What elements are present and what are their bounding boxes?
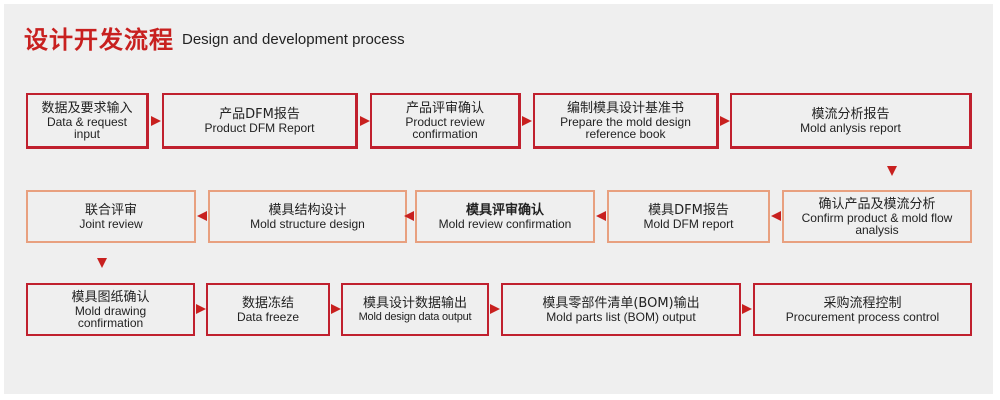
step-mold-analysis-report: 模流分析报告 Mold anlysis report — [730, 93, 972, 149]
step-product-dfm-report: 产品DFM报告 Product DFM Report — [162, 93, 358, 149]
arrow-right-icon — [490, 304, 500, 314]
arrow-left-icon — [197, 211, 207, 221]
step-mold-design-reference-book: 编制模具设计基准书 Prepare the mold design refere… — [533, 93, 719, 149]
step-product-review: 产品评审确认 Product review confirmation — [370, 93, 521, 149]
step-mold-design-data-output: 模具设计数据输出 Mold design data output — [341, 283, 489, 336]
arrow-right-icon — [742, 304, 752, 314]
arrow-left-icon — [771, 211, 781, 221]
arrow-right-icon — [331, 304, 341, 314]
step-mold-parts-bom-output: 模具零部件清单(BOM)输出 Mold parts list (BOM) out… — [501, 283, 741, 336]
step-data-input: 数据及要求输入 Data & request input — [26, 93, 149, 149]
arrow-right-icon — [720, 116, 730, 126]
title-english: Design and development process — [182, 31, 405, 48]
step-mold-dfm-report: 模具DFM报告 Mold DFM report — [607, 190, 770, 243]
step-joint-review: 联合评审 Joint review — [26, 190, 196, 243]
step-mold-review-confirmation: 模具评审确认 Mold review confirmation — [415, 190, 595, 243]
arrow-down-icon — [97, 258, 107, 268]
step-mold-structure-design: 模具结构设计 Mold structure design — [208, 190, 407, 243]
step-data-freeze: 数据冻结 Data freeze — [206, 283, 330, 336]
title-chinese: 设计开发流程 — [24, 26, 174, 54]
step-confirm-product-mold-flow: 确认产品及模流分析 Confirm product & mold flow an… — [782, 190, 972, 243]
arrow-down-icon — [887, 166, 897, 176]
arrow-right-icon — [522, 116, 532, 126]
arrow-left-icon — [404, 211, 414, 221]
arrow-right-icon — [196, 304, 206, 314]
step-procurement-control: 采购流程控制 Procurement process control — [753, 283, 972, 336]
arrow-right-icon — [151, 116, 161, 126]
arrow-right-icon — [360, 116, 370, 126]
step-mold-drawing-confirmation: 模具图纸确认 Mold drawing confirmation — [26, 283, 195, 336]
arrow-left-icon — [596, 211, 606, 221]
